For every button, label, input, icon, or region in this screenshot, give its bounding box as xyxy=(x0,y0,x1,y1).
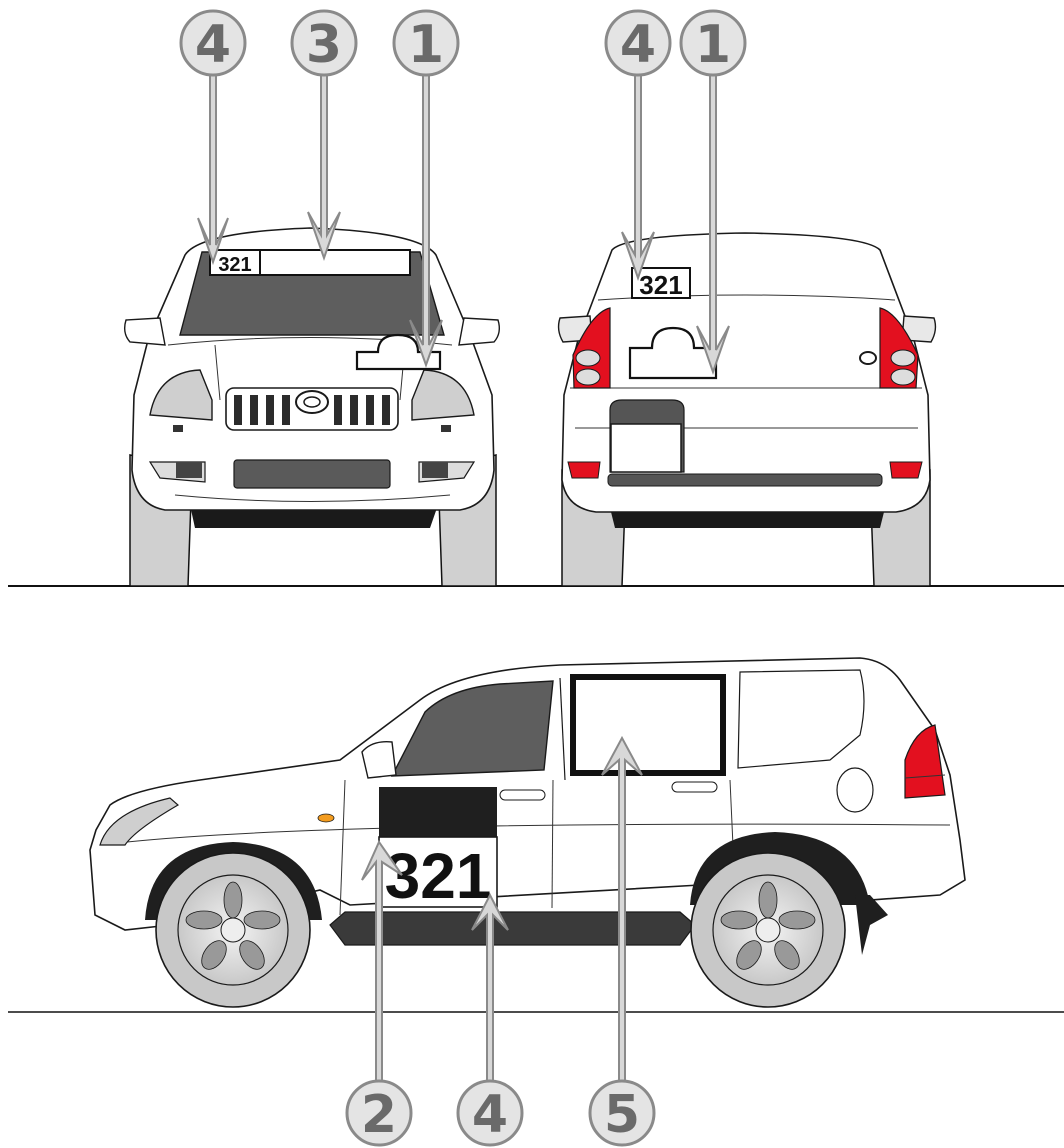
arrow-side-4 xyxy=(471,892,509,1091)
callout-side-2: 2 xyxy=(345,1079,413,1147)
callout-side-5-label: 5 xyxy=(604,1085,640,1145)
callout-side-5: 5 xyxy=(588,1079,656,1147)
callout-side-4-label: 4 xyxy=(472,1085,508,1145)
front-hood-plate xyxy=(355,333,442,371)
front-windshield-banner xyxy=(209,249,411,276)
callout-front-4-label: 4 xyxy=(195,15,231,75)
side-rear-window-panel xyxy=(570,674,726,776)
arrow-rear-4 xyxy=(621,71,655,282)
side-door-top-panel xyxy=(379,787,497,837)
arrow-front-4 xyxy=(197,71,229,266)
arrow-side-2 xyxy=(361,839,403,1091)
rear-window-number: 321 xyxy=(639,270,682,300)
arrow-front-3 xyxy=(307,71,341,262)
arrow-rear-1 xyxy=(696,71,730,376)
side-indicator xyxy=(317,813,335,823)
callout-side-2-label: 2 xyxy=(361,1085,397,1145)
side-front-window xyxy=(390,680,554,777)
callout-rear-4-label: 4 xyxy=(620,15,656,75)
front-view-vehicle: 321 xyxy=(123,227,501,587)
rear-door-plate xyxy=(628,326,718,380)
side-view-vehicle: 321 xyxy=(89,657,966,1008)
arrow-front-1 xyxy=(409,71,443,368)
callout-front-1: 1 xyxy=(392,9,460,77)
callout-arrows xyxy=(197,71,730,1091)
callout-front-4: 4 xyxy=(179,9,247,77)
callout-front-3-label: 3 xyxy=(306,15,342,75)
rear-window-number-plate xyxy=(631,267,691,299)
rear-left-tail-light xyxy=(572,307,611,389)
front-windshield-number: 321 xyxy=(218,254,251,276)
callout-side-4: 4 xyxy=(456,1079,524,1147)
callout-rear-4: 4 xyxy=(604,9,672,77)
rear-view-vehicle: 321 xyxy=(557,232,937,587)
callout-rear-1: 1 xyxy=(679,9,747,77)
front-logo-emblem xyxy=(295,390,329,414)
callout-rear-1-label: 1 xyxy=(695,15,731,75)
side-door-number: 321 xyxy=(385,840,492,912)
callout-front-3: 3 xyxy=(290,9,358,77)
callout-front-1-label: 1 xyxy=(408,15,444,75)
rear-license-plate-area xyxy=(610,423,682,473)
rear-right-tail-light xyxy=(879,307,919,389)
arrow-side-5 xyxy=(601,735,643,1091)
rear-logo-emblem xyxy=(859,351,877,365)
side-tail-light xyxy=(904,724,946,799)
